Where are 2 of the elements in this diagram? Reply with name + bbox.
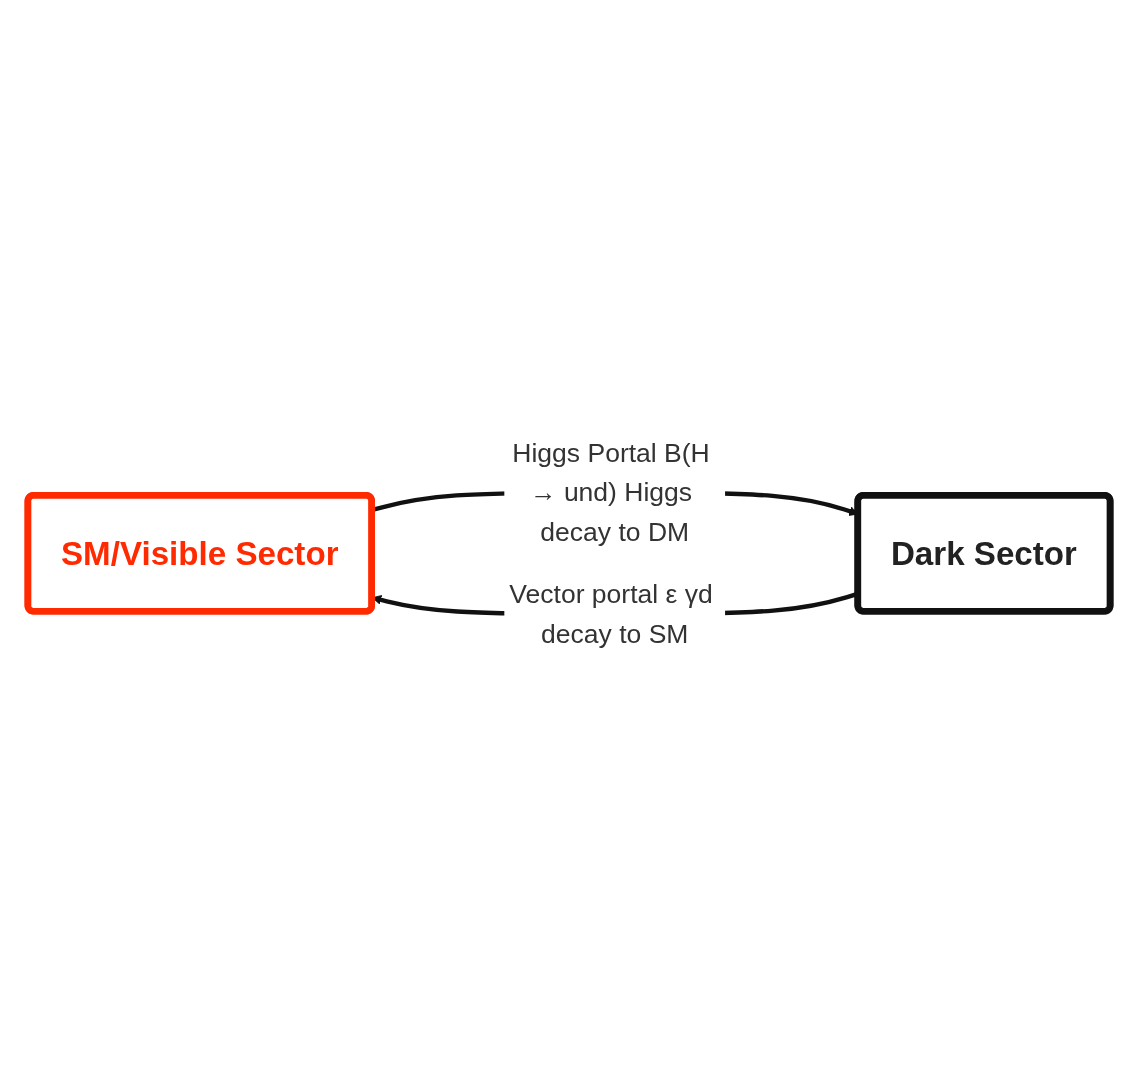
edge-label: Vector portal ε γd decay to SM [509,578,713,649]
edge-label: Higgs Portal B(H → und) Higgs decay to DM [512,437,710,547]
